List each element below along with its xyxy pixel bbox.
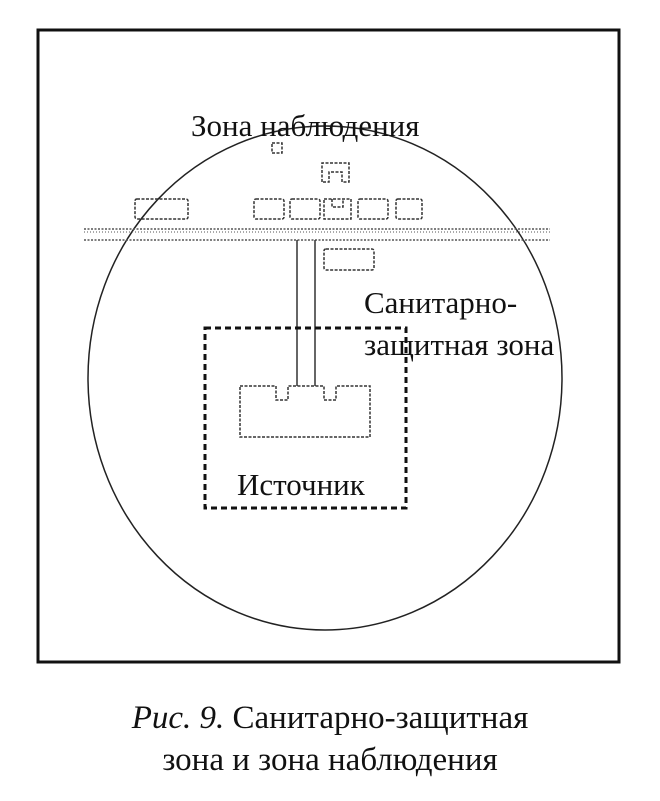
road — [84, 228, 550, 241]
building — [321, 162, 350, 183]
building — [253, 198, 285, 220]
sanitary-zone-label-line1: Санитарно- — [364, 285, 517, 320]
building — [289, 198, 321, 220]
figure-number: Рис. 9. — [131, 700, 225, 736]
observation-zone-label: Зона наблюдения — [191, 108, 420, 143]
settlement-buildings — [134, 142, 423, 271]
caption-title-part1: Санитарно-защитная — [224, 700, 529, 736]
building — [323, 248, 375, 271]
building — [357, 198, 389, 220]
figure-caption-line1: Рис. 9. Санитарно-защитная — [0, 698, 660, 738]
building — [134, 198, 189, 220]
pipeline — [296, 240, 316, 386]
building — [323, 198, 352, 220]
source-label: Источник — [237, 467, 366, 502]
figure-caption-line2: зона и зона наблюдения — [162, 742, 498, 778]
source-building — [239, 385, 371, 438]
observation-zone-boundary — [87, 125, 563, 631]
sanitary-zone-boundary — [203, 326, 408, 510]
building — [395, 198, 423, 220]
figure-frame — [36, 28, 621, 664]
building — [271, 142, 283, 154]
sanitary-zone-label-line2: защитная зона — [364, 327, 555, 362]
